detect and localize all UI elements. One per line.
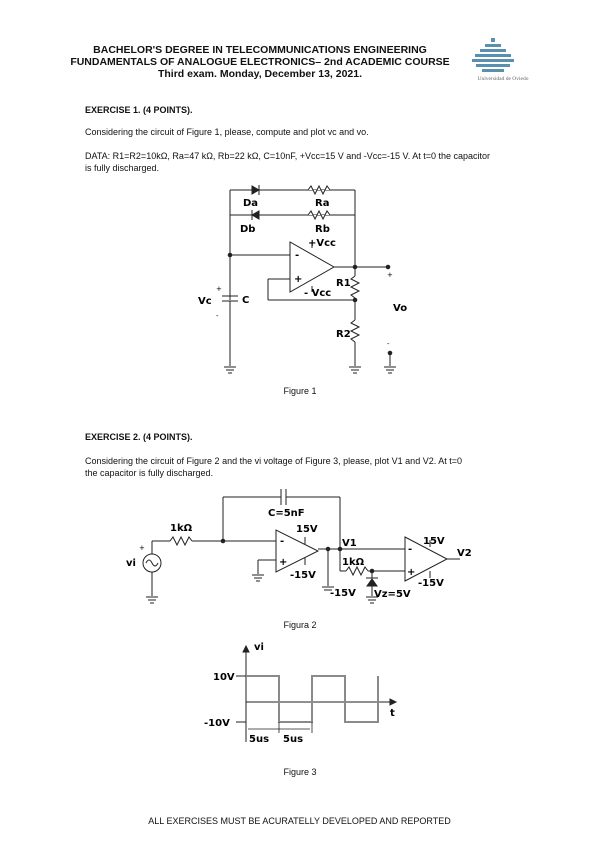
opamp2-plus: +: [279, 557, 287, 568]
label-da: Da: [243, 198, 258, 209]
label-c: C: [242, 295, 249, 306]
university-name: Universidad de Oviedo: [477, 76, 529, 82]
label-r-in: 1kΩ: [170, 523, 193, 534]
label-opamp1-pos: 15V: [296, 524, 318, 535]
label-vz: Vz=5V: [374, 589, 411, 600]
exercise1-title: EXERCISE 1. (4 POINTS).: [85, 105, 193, 115]
opamp1-plus: +: [294, 274, 302, 285]
waveform-trace: [246, 675, 379, 723]
waveform-high: 10V: [213, 672, 235, 683]
label-r2: R2: [336, 329, 351, 340]
label-v1: V1: [342, 538, 357, 549]
label-opamp1-neg: -15V: [290, 570, 316, 581]
exercise1-data: DATA: R1=R2=10kΩ, Ra=47 kΩ, Rb=22 kΩ, C=…: [85, 151, 490, 161]
opamp1-minus: -: [295, 250, 299, 261]
exercise1-question: Considering the circuit of Figure 1, ple…: [85, 127, 369, 137]
label-vc: Vc: [198, 296, 212, 307]
waveform-low: -10V: [204, 718, 230, 729]
exercise1-data2: is fully discharged.: [85, 163, 160, 173]
figure1-caption: Figure 1: [283, 386, 317, 396]
waveform-dt2: 5us: [283, 734, 303, 745]
footer: ALL EXERCISES MUST BE ACURATELLY DEVELOP…: [148, 816, 451, 826]
opamp2-minus: -: [280, 536, 284, 547]
figure2-caption: Figura 2: [283, 620, 317, 630]
label-vo: Vo: [393, 303, 407, 314]
label-c-5nf: C=5nF: [268, 508, 305, 519]
label-rb: Rb: [315, 224, 330, 235]
exercise2-question2: the capacitor is fully discharged.: [85, 468, 214, 478]
figure3-caption: Figure 3: [283, 767, 317, 777]
label-vo-plus: +: [387, 271, 393, 279]
label-r2-1k: 1kΩ: [342, 557, 365, 568]
label-source-plus: +: [139, 544, 145, 552]
exercise2-question: Considering the circuit of Figure 2 and …: [85, 456, 462, 466]
waveform-dt1: 5us: [249, 734, 269, 745]
label-vc-plus: +: [216, 285, 222, 293]
label-comp-neg: -15V: [418, 578, 444, 589]
header-line2: FUNDAMENTALS OF ANALOGUE ELECTRONICS– 2n…: [70, 56, 450, 68]
label-r1: R1: [336, 278, 351, 289]
label-db: Db: [240, 224, 255, 235]
label-vcc-pos: +Vcc: [308, 238, 336, 249]
header-line1: BACHELOR'S DEGREE IN TELECOMMUNICATIONS …: [93, 44, 427, 56]
label-v2: V2: [457, 548, 472, 559]
label-vcc-neg: - Vcc: [304, 288, 331, 299]
label-vi-source: vi: [126, 558, 136, 569]
label-ra: Ra: [315, 198, 329, 209]
waveform-xlabel: t: [390, 708, 395, 719]
exercise2-title: EXERCISE 2. (4 POINTS).: [85, 432, 193, 442]
university-logo-icon: [472, 38, 514, 72]
comp-plus: +: [407, 567, 415, 578]
label-comp-pos: 15V: [423, 536, 445, 547]
waveform-ylabel: vi: [254, 642, 264, 653]
label-vo-minus: -: [387, 340, 390, 348]
header-line3: Third exam. Monday, December 13, 2021.: [157, 68, 363, 80]
comp-minus: -: [408, 544, 412, 555]
label-neg15: -15V: [330, 588, 356, 599]
label-vc-minus: -: [216, 312, 219, 320]
